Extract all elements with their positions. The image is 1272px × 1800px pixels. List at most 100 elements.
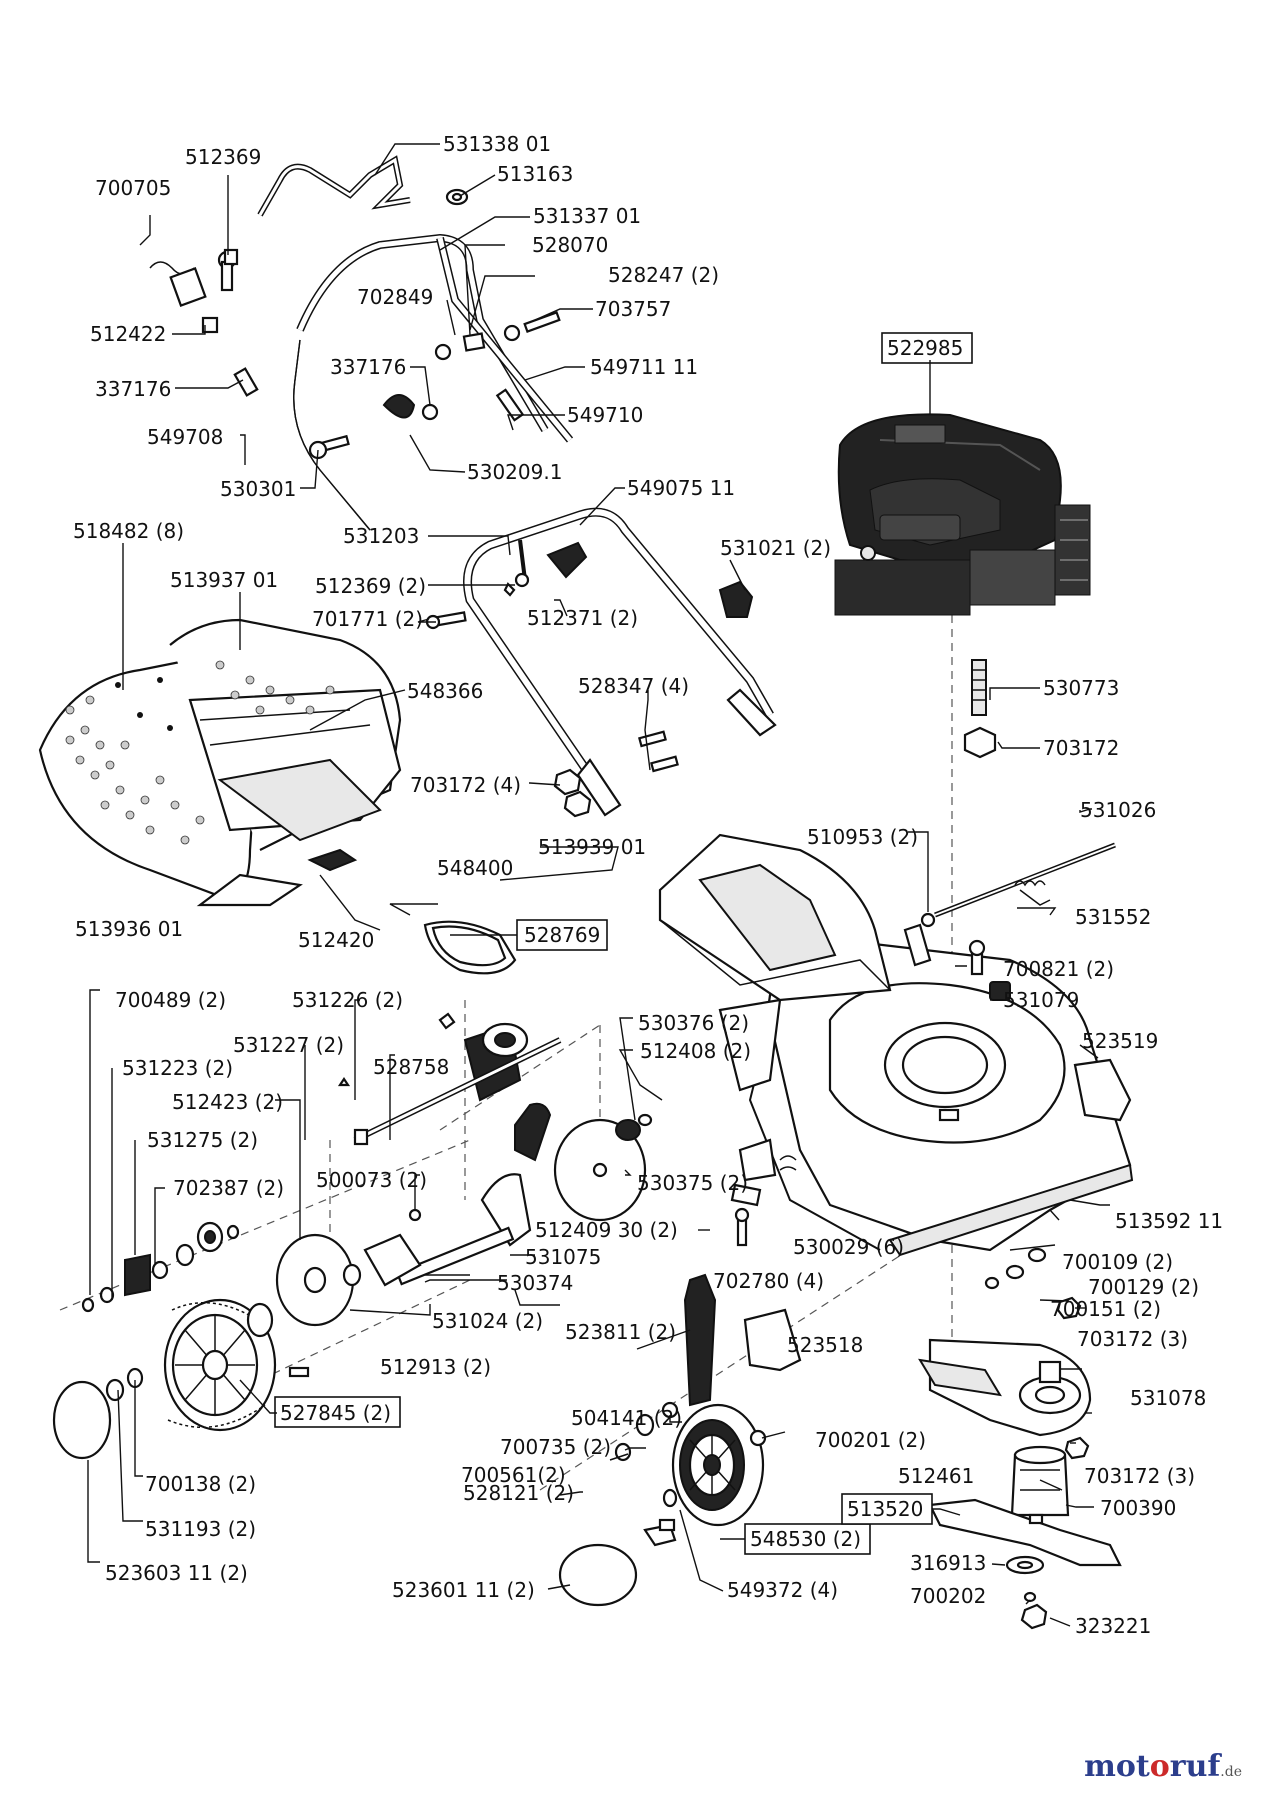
label-531021: 531021 (2)	[720, 536, 831, 560]
rear-flap-513939	[658, 833, 892, 1002]
front-wheel-548530	[671, 1403, 765, 1527]
rear-wheel-parts	[52, 1221, 362, 1460]
label-531024: 531024 (2)	[432, 1309, 543, 1333]
label-548530: 548530 (2)	[750, 1527, 861, 1551]
label-531203: 531203	[343, 524, 419, 548]
label-700489: 700489 (2)	[115, 988, 226, 1012]
label-528070: 528070	[532, 233, 608, 257]
label-531193: 531193 (2)	[145, 1517, 256, 1541]
label-548400: 548400	[437, 856, 513, 880]
label-512369: 512369	[185, 145, 261, 169]
label-531079: 531079	[1003, 988, 1079, 1012]
label-500073: 500073 (2)	[316, 1168, 427, 1192]
label-512422: 512422	[90, 322, 166, 346]
belt-528769	[423, 920, 517, 975]
label-549711: 549711 11	[590, 355, 698, 379]
watermark-part-2: o	[1149, 1749, 1170, 1784]
label-504141: 504141 (2)	[571, 1406, 682, 1430]
blade-adapter-512461	[1010, 1296, 1090, 1517]
label-700735: 700735 (2)	[500, 1435, 611, 1459]
label-512913: 512913 (2)	[380, 1355, 491, 1379]
label-700129: 700129 (2)	[1088, 1275, 1199, 1299]
engine-small-parts	[718, 580, 997, 759]
watermark-part-3: ruf	[1169, 1749, 1221, 1784]
label-523601: 523601 11 (2)	[392, 1578, 535, 1602]
watermark-suffix: .de	[1220, 1764, 1242, 1780]
deck-small-parts	[730, 923, 1132, 1290]
label-512371: 512371 (2)	[527, 606, 638, 630]
label-512423: 512423 (2)	[172, 1090, 283, 1114]
label-531337: 531337 01	[533, 204, 641, 228]
label-700705: 700705	[95, 176, 171, 200]
label-513937: 513937 01	[170, 568, 278, 592]
label-530773: 530773	[1043, 676, 1119, 700]
label-702849: 702849	[357, 285, 433, 309]
label-337176: 337176	[330, 355, 406, 379]
label-700201: 700201 (2)	[815, 1428, 926, 1452]
label-513163: 513163	[497, 162, 573, 186]
rear-wheel-527845	[163, 1298, 277, 1432]
watermark-logo: motoruf.de	[1084, 1749, 1242, 1784]
label-531026: 531026	[1080, 798, 1156, 822]
label-523811: 523811 (2)	[565, 1320, 676, 1344]
label-510953: 510953 (2)	[807, 825, 918, 849]
label-512369-b: 512369 (2)	[315, 574, 426, 598]
label-703172-d: 703172 (3)	[1084, 1464, 1195, 1488]
label-549710: 549710	[567, 403, 643, 427]
label-531226: 531226 (2)	[292, 988, 403, 1012]
label-530376: 530376 (2)	[638, 1011, 749, 1035]
label-531075: 531075	[525, 1245, 601, 1269]
label-527845: 527845 (2)	[280, 1401, 391, 1425]
label-701771: 701771 (2)	[312, 607, 423, 631]
label-523518: 523518	[787, 1333, 863, 1357]
axle-531026	[920, 842, 1116, 928]
label-549708: 549708	[147, 425, 223, 449]
label-523603: 523603 11 (2)	[105, 1561, 248, 1585]
gearbox-528758	[353, 1012, 562, 1146]
label-530301: 530301	[220, 477, 296, 501]
label-528121: 528121 (2)	[463, 1481, 574, 1505]
blade-513520	[928, 1498, 1122, 1630]
handle-small-parts	[149, 188, 561, 460]
label-700138: 700138 (2)	[145, 1472, 256, 1496]
label-531078: 531078	[1130, 1386, 1206, 1410]
label-513520: 513520	[847, 1497, 923, 1521]
label-531275: 531275 (2)	[147, 1128, 258, 1152]
label-530375: 530375 (2)	[637, 1171, 748, 1195]
label-531227: 531227 (2)	[233, 1033, 344, 1057]
label-531223: 531223 (2)	[122, 1056, 233, 1080]
label-512461: 512461	[898, 1464, 974, 1488]
engine-522985	[834, 413, 1091, 616]
label-700390: 700390	[1100, 1496, 1176, 1520]
label-323221: 323221	[1075, 1614, 1151, 1638]
label-512409: 512409 30 (2)	[535, 1218, 678, 1242]
upper-handle-549711	[293, 233, 574, 531]
front-wheel-parts	[558, 1273, 802, 1607]
part-number-labels: 531338 01 512369 513163 700705 531337 01…	[73, 132, 1223, 1638]
label-700561: 700561(2)	[461, 1463, 566, 1487]
control-bar-531338	[257, 155, 411, 217]
label-700109: 700109 (2)	[1062, 1250, 1173, 1274]
label-703757: 703757	[595, 297, 671, 321]
label-512408: 512408 (2)	[640, 1039, 751, 1063]
label-528769: 528769	[524, 923, 600, 947]
label-boxes	[274, 332, 973, 1555]
label-702387: 702387 (2)	[173, 1176, 284, 1200]
label-512420: 512420	[298, 928, 374, 952]
watermark-part-1: mot	[1084, 1749, 1150, 1784]
label-548366: 548366	[407, 679, 483, 703]
label-703172-c: 703172 (3)	[1077, 1327, 1188, 1351]
label-700202: 700202	[910, 1584, 986, 1608]
baffle-531078	[918, 1338, 1092, 1437]
label-530029: 530029 (6)	[793, 1235, 904, 1259]
label-513939: 513939 01	[538, 835, 646, 859]
label-549075: 549075 11	[627, 476, 735, 500]
label-528347: 528347 (4)	[578, 674, 689, 698]
label-549372: 549372 (4)	[727, 1578, 838, 1602]
label-528247: 528247 (2)	[608, 263, 719, 287]
label-703172-b: 703172 (4)	[410, 773, 521, 797]
label-530374: 530374	[497, 1271, 573, 1295]
label-337176-b: 337176	[95, 377, 171, 401]
grass-catcher-assembly	[38, 618, 402, 907]
label-530209: 530209.1	[467, 460, 562, 484]
